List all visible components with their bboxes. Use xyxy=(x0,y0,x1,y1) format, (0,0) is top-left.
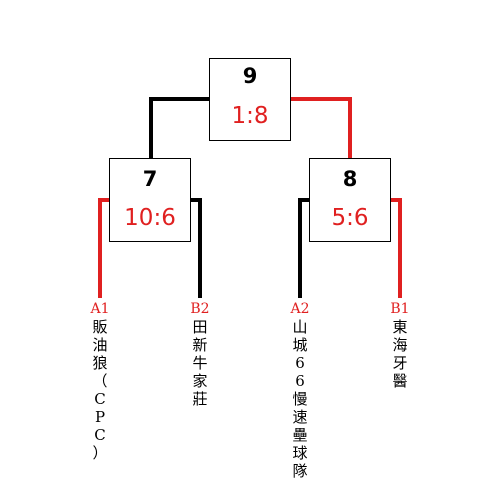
team-name: 東海牙醫 xyxy=(392,318,408,390)
connector-final-left xyxy=(149,97,209,158)
left-semifinal-score: 10:6 xyxy=(124,205,176,231)
final-match-box: 9 1:8 xyxy=(209,58,291,141)
final-match-number: 9 xyxy=(242,64,258,88)
connector-left-a1 xyxy=(98,198,109,298)
team-seed: A2 xyxy=(290,301,310,317)
left-semifinal-box: 7 10:6 xyxy=(109,158,191,242)
team-name: 田新牛家莊 xyxy=(192,318,208,408)
team-b2: B2 田新牛家莊 xyxy=(190,300,210,408)
right-semifinal-number: 8 xyxy=(342,167,358,191)
connector-left-b2 xyxy=(191,198,202,298)
team-seed: A1 xyxy=(90,301,110,317)
connector-right-a2 xyxy=(298,198,309,298)
team-seed: B1 xyxy=(390,301,410,317)
right-semifinal-score: 5:6 xyxy=(331,205,369,231)
team-seed: B2 xyxy=(190,301,210,317)
right-semifinal-box: 8 5:6 xyxy=(309,158,391,242)
final-match-score: 1:8 xyxy=(231,103,269,129)
connector-final-right xyxy=(291,97,352,158)
connector-right-b1 xyxy=(391,198,402,298)
team-b1: B1 東海牙醫 xyxy=(390,300,410,390)
left-semifinal-number: 7 xyxy=(142,167,158,191)
